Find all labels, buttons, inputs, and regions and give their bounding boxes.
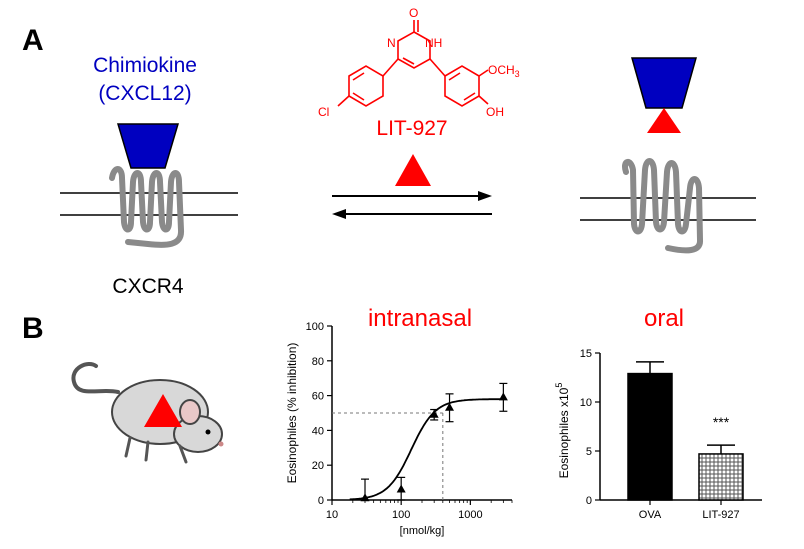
fit-curve [349,398,504,501]
x-tick-label: 100 [392,509,410,521]
data-point [396,484,406,493]
significance-annotation: *** [713,414,730,430]
bond-to-cl [337,95,350,107]
atom-n-left: N [387,36,396,50]
atom-chloro: Cl [318,105,329,119]
mouse-tail [71,362,120,394]
data-point [498,392,508,401]
x-tick-label: LIT-927 [702,509,739,521]
data-point [445,402,455,411]
atom-nh: NH [425,36,442,50]
intranasal-title: intranasal [368,305,472,332]
panel-b-label: B [22,312,44,345]
pyrimidine-ring [397,31,431,69]
panel-a-label: A [22,24,44,57]
receptor-label: CXCR4 [112,275,184,298]
data-point [429,409,439,418]
bar [698,453,744,501]
y-axis-label-sup: 5 [554,383,564,388]
aryl-double-1 [352,72,365,81]
bond-to-methoxy [478,69,489,77]
oral-title: oral [644,305,684,332]
arrow-reverse-head [332,209,346,219]
compound-triangle-mouse [144,394,182,427]
ring-double-bond [402,57,415,65]
mouse-legs [124,436,188,464]
aryl-double-4 [463,92,476,101]
atom-methoxy-main: OCH [488,63,515,77]
x-axis-label: [nmol/kg] [400,525,445,537]
compound-label: LIT-927 [376,117,447,140]
bond-to-hydroxy [478,95,489,105]
arrow-forward-head [478,191,492,201]
y-axis-label: Eosinophiles x105 [554,383,571,479]
dose-response-chart: 0 20 40 60 80 100 10 100 1000 [nmol/kg] Eosinophil… [285,321,513,537]
receptor-shape-left [109,166,184,248]
x-tick-label: 10 [326,509,338,521]
y-tick-label: 0 [318,495,324,507]
mouse-illustration [71,362,224,464]
y-tick-label: 20 [312,460,324,472]
y-tick-label: 5 [586,446,592,458]
chlorophenyl-ring [348,65,384,107]
guaiacyl-ring [444,65,480,107]
y-axis-label: Eosinophiles (% inhibition) [285,343,299,484]
bond-to-guaiacyl [429,58,446,77]
x-tick-label: OVA [639,509,662,521]
aryl-double-3 [448,72,461,81]
y-tick-label: 80 [312,356,324,368]
bond-to-chlorophenyl [382,58,399,77]
chemokine-label-line2: (CXCL12) [98,82,191,105]
atom-methoxy-sub: 3 [515,69,520,79]
chemokine-label-line1: Chimiokine [93,54,197,77]
compound-triangle-bound [647,108,681,133]
atom-hydroxy: OH [486,105,504,119]
x-tick-label: 1000 [458,509,482,521]
atom-oxo: O [409,6,418,20]
compound-triangle-center [395,154,431,186]
bar [627,372,673,501]
y-tick-label: 0 [586,495,592,507]
y-tick-label: 60 [312,391,324,403]
chemokine-shape-left [116,123,180,169]
compound-structure [337,20,489,107]
data-point [360,493,370,502]
atom-methoxy: OCH3 [488,63,520,79]
mouse-nose [218,441,224,447]
aryl-double-2 [352,92,365,101]
mouse-eye [205,429,211,435]
y-tick-label: 40 [312,425,324,437]
receptor-shape-right [622,158,703,254]
mouse-ear [179,399,201,425]
y-tick-label: 15 [580,348,592,360]
chemokine-shape-right [631,57,697,109]
y-tick-label: 100 [306,321,324,333]
y-axis-label-main: Eosinophiles x10 [557,387,571,478]
y-tick-label: 10 [580,397,592,409]
